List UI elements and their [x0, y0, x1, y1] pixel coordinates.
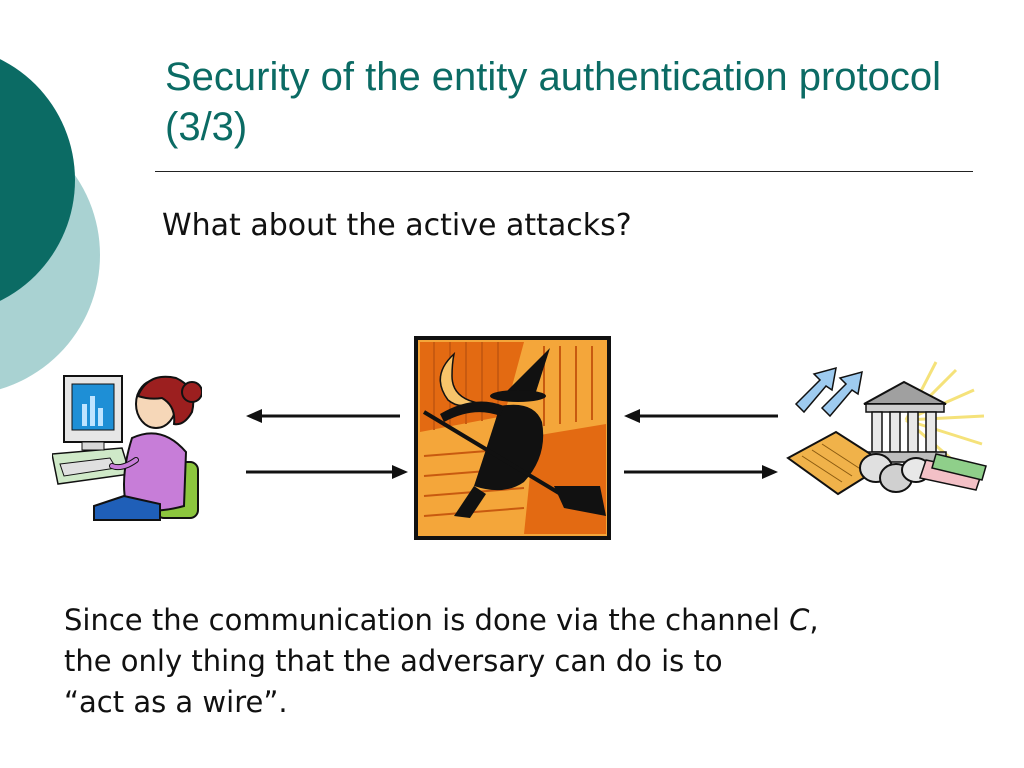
witch-on-broomstick-icon	[414, 336, 611, 540]
body-line3-text: “act as a wire”.	[64, 685, 288, 719]
body-line2-text: the only thing that the adversary can do…	[64, 644, 723, 678]
title-divider	[155, 171, 973, 172]
arrow-right-icon	[622, 462, 780, 482]
arrow-left-icon	[244, 406, 404, 426]
body-line1-punct: ,	[809, 603, 818, 637]
body-line1-text: Since the communication is done via the …	[64, 603, 789, 637]
channel-symbol: C	[789, 603, 809, 637]
decorative-circles	[0, 0, 110, 420]
arrow-left-icon	[622, 406, 780, 426]
slide-body: Since the communication is done via the …	[64, 600, 994, 723]
arrow-right-icon	[244, 462, 410, 482]
bank-money-icon	[786, 360, 988, 510]
slide-subtitle: What about the active attacks?	[162, 208, 632, 243]
woman-at-computer-icon	[52, 366, 202, 522]
slide-title: Security of the entity authentication pr…	[165, 52, 965, 152]
